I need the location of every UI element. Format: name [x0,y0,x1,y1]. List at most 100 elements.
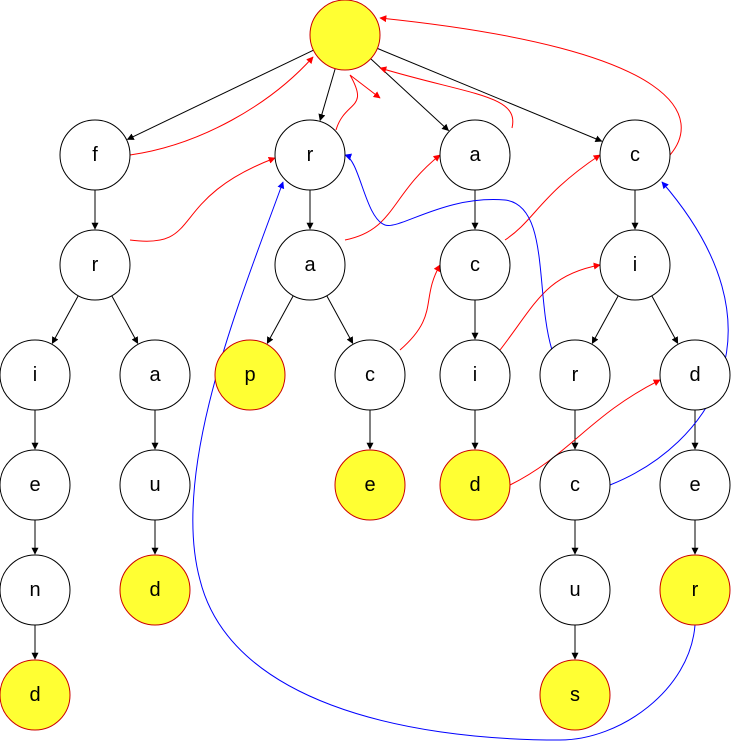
node-circle-fri [0,339,71,411]
tree-edge-root-f [126,49,314,140]
node-label-aci: i [473,364,477,386]
trie-node-fri: i [0,339,71,411]
node-circle-circ [539,449,611,521]
fail-link-r-root [335,74,381,131]
node-label-circu: u [569,579,580,601]
node-label-ci: i [633,254,637,276]
dict-link-cir-r [344,153,553,351]
node-circle-a [439,119,511,191]
edges-layer [31,15,729,741]
trie-node-c: c [599,119,671,191]
node-label-cir: r [572,364,579,386]
node-label-fri: i [33,364,37,386]
node-circle-ra [274,229,346,301]
trie-node-circu: u [539,554,611,626]
node-label-ac: c [470,254,480,276]
trie-node-acid: d [439,449,511,521]
tree-edge-ci-cir [591,295,619,345]
trie-node-frau: u [119,449,191,521]
node-label-cide: e [689,474,700,496]
node-circle-friend [0,659,71,731]
node-circle-frie [0,449,71,521]
tree-edge-ra-rac [326,295,354,345]
fail-link-acid-cid [509,379,661,486]
node-circle-frien [0,554,71,626]
node-label-rap: p [244,364,255,386]
tree-edge-ra-rap [266,295,294,345]
node-label-f: f [92,144,98,166]
trie-node-circus: s [539,659,611,731]
node-label-race: e [364,474,375,496]
node-circle-ci [599,229,671,301]
node-circle-aci [439,339,511,411]
fail-link-aci-ci [499,262,601,351]
node-circle-fra [119,339,191,411]
tree-edge-root-c [377,47,603,143]
trie-node-r: r [274,119,346,191]
trie-node-f: f [59,119,131,191]
node-circle-cid [659,339,731,411]
dict-link-circ-c [609,181,729,486]
node-label-fra: a [149,364,161,386]
node-circle-ac [439,229,511,301]
node-label-cid: d [689,364,700,386]
node-circle-frau [119,449,191,521]
trie-node-rac: c [334,339,406,411]
trie-node-circ: c [539,449,611,521]
node-label-friend: d [29,684,40,706]
node-circle-cide [659,449,731,521]
node-circle-r [274,119,346,191]
node-label-cider: r [692,579,699,601]
fail-link-ac-c [504,154,601,241]
tree-edge-root-a [370,58,450,132]
node-circle-cider [659,554,731,626]
trie-node-fra: a [119,339,191,411]
trie-node-cir: r [539,339,611,411]
node-circle-acid [439,449,511,521]
tree-edge-fr-fri [51,295,79,345]
tree-edge-root-r [318,68,336,122]
node-label-circus: s [570,684,580,706]
node-label-ra: a [304,254,316,276]
trie-node-frien: n [0,554,71,626]
node-label-fraud: d [149,579,160,601]
fail-link-rac-ac [399,264,441,351]
node-label-c: c [630,144,640,166]
fail-link-fr-r [129,156,276,242]
trie-node-frie: e [0,449,71,521]
node-circle-cir [539,339,611,411]
fail-link-ra-a [344,154,441,241]
trie-node-aci: i [439,339,511,411]
node-label-a: a [469,144,481,166]
fail-link-c-root [379,15,682,156]
node-label-circ: c [570,474,580,496]
node-circle-f [59,119,131,191]
trie-node-friend: d [0,659,71,731]
node-circle-race [334,449,406,521]
node-label-rac: c [365,364,375,386]
trie-node-rap: p [214,339,286,411]
node-circle-rap [214,339,286,411]
node-label-acid: d [469,474,480,496]
node-circle-rac [334,339,406,411]
tree-edge-fr-fra [111,295,139,345]
trie-node-fr: r [59,229,131,301]
node-circle-circu [539,554,611,626]
node-circle-c [599,119,671,191]
trie-node-race: e [334,449,406,521]
trie-node-cid: d [659,339,731,411]
trie-node-ac: c [439,229,511,301]
node-label-r: r [307,144,314,166]
trie-node-root [309,0,381,71]
node-circle-fraud [119,554,191,626]
node-label-frau: u [149,474,160,496]
trie-node-cider: r [659,554,731,626]
node-label-frien: n [29,579,40,601]
trie-node-cide: e [659,449,731,521]
node-circle-root [309,0,381,71]
node-label-frie: e [29,474,40,496]
trie-node-ra: a [274,229,346,301]
fail-link-a-root [379,66,514,129]
node-circle-fr [59,229,131,301]
